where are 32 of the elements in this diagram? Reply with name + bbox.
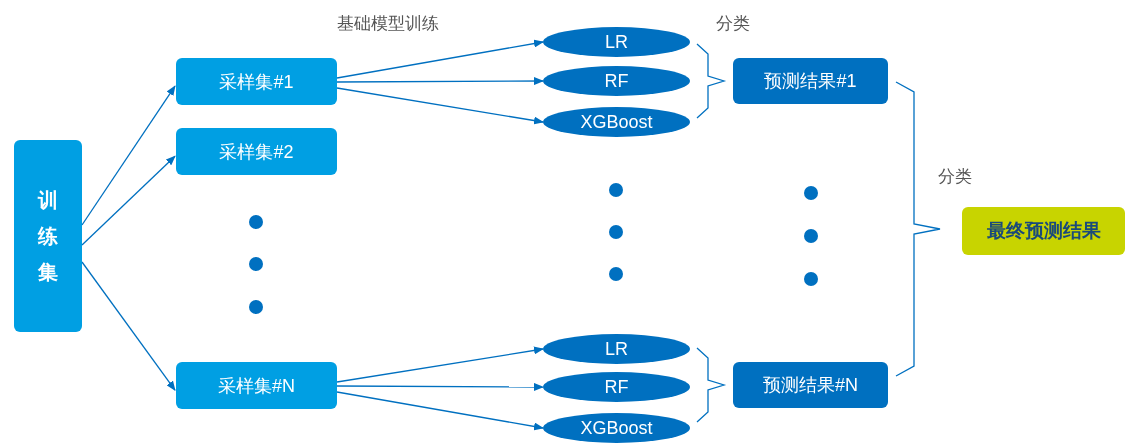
node-text: 预测结果#1 bbox=[764, 70, 857, 93]
node-text: LR bbox=[605, 338, 628, 360]
node-text: RF bbox=[604, 70, 629, 92]
arrow bbox=[336, 87, 544, 125]
node-text: 采样集#2 bbox=[219, 140, 294, 164]
node-text: 采样集#N bbox=[218, 374, 295, 398]
arrow bbox=[81, 155, 176, 246]
process-box bbox=[176, 128, 337, 175]
arrow bbox=[81, 85, 176, 226]
process-box bbox=[176, 362, 337, 409]
node-text: RF bbox=[604, 376, 629, 398]
arrow bbox=[81, 261, 176, 391]
process-box bbox=[14, 140, 82, 332]
node-text: 最终预测结果 bbox=[986, 219, 1101, 243]
result-box bbox=[733, 362, 888, 408]
node-text: XGBoost bbox=[580, 111, 653, 133]
arrow bbox=[336, 391, 544, 431]
result-box bbox=[733, 58, 888, 104]
node-text: XGBoost bbox=[580, 417, 653, 439]
arrow bbox=[336, 77, 544, 86]
node-text: 采样集#1 bbox=[219, 70, 294, 94]
annotation-label: 基础模型训练 bbox=[337, 13, 439, 35]
node-text: 训练集 bbox=[38, 188, 58, 285]
annotation-label: 分类 bbox=[938, 166, 972, 188]
process-box bbox=[176, 58, 337, 105]
annotation-label: 分类 bbox=[716, 13, 750, 35]
final-result-box bbox=[962, 207, 1125, 255]
arrow bbox=[336, 39, 544, 79]
arrow bbox=[336, 382, 544, 391]
node-text: LR bbox=[605, 31, 628, 53]
node-text: 预测结果#N bbox=[763, 374, 858, 397]
arrow bbox=[336, 346, 544, 383]
